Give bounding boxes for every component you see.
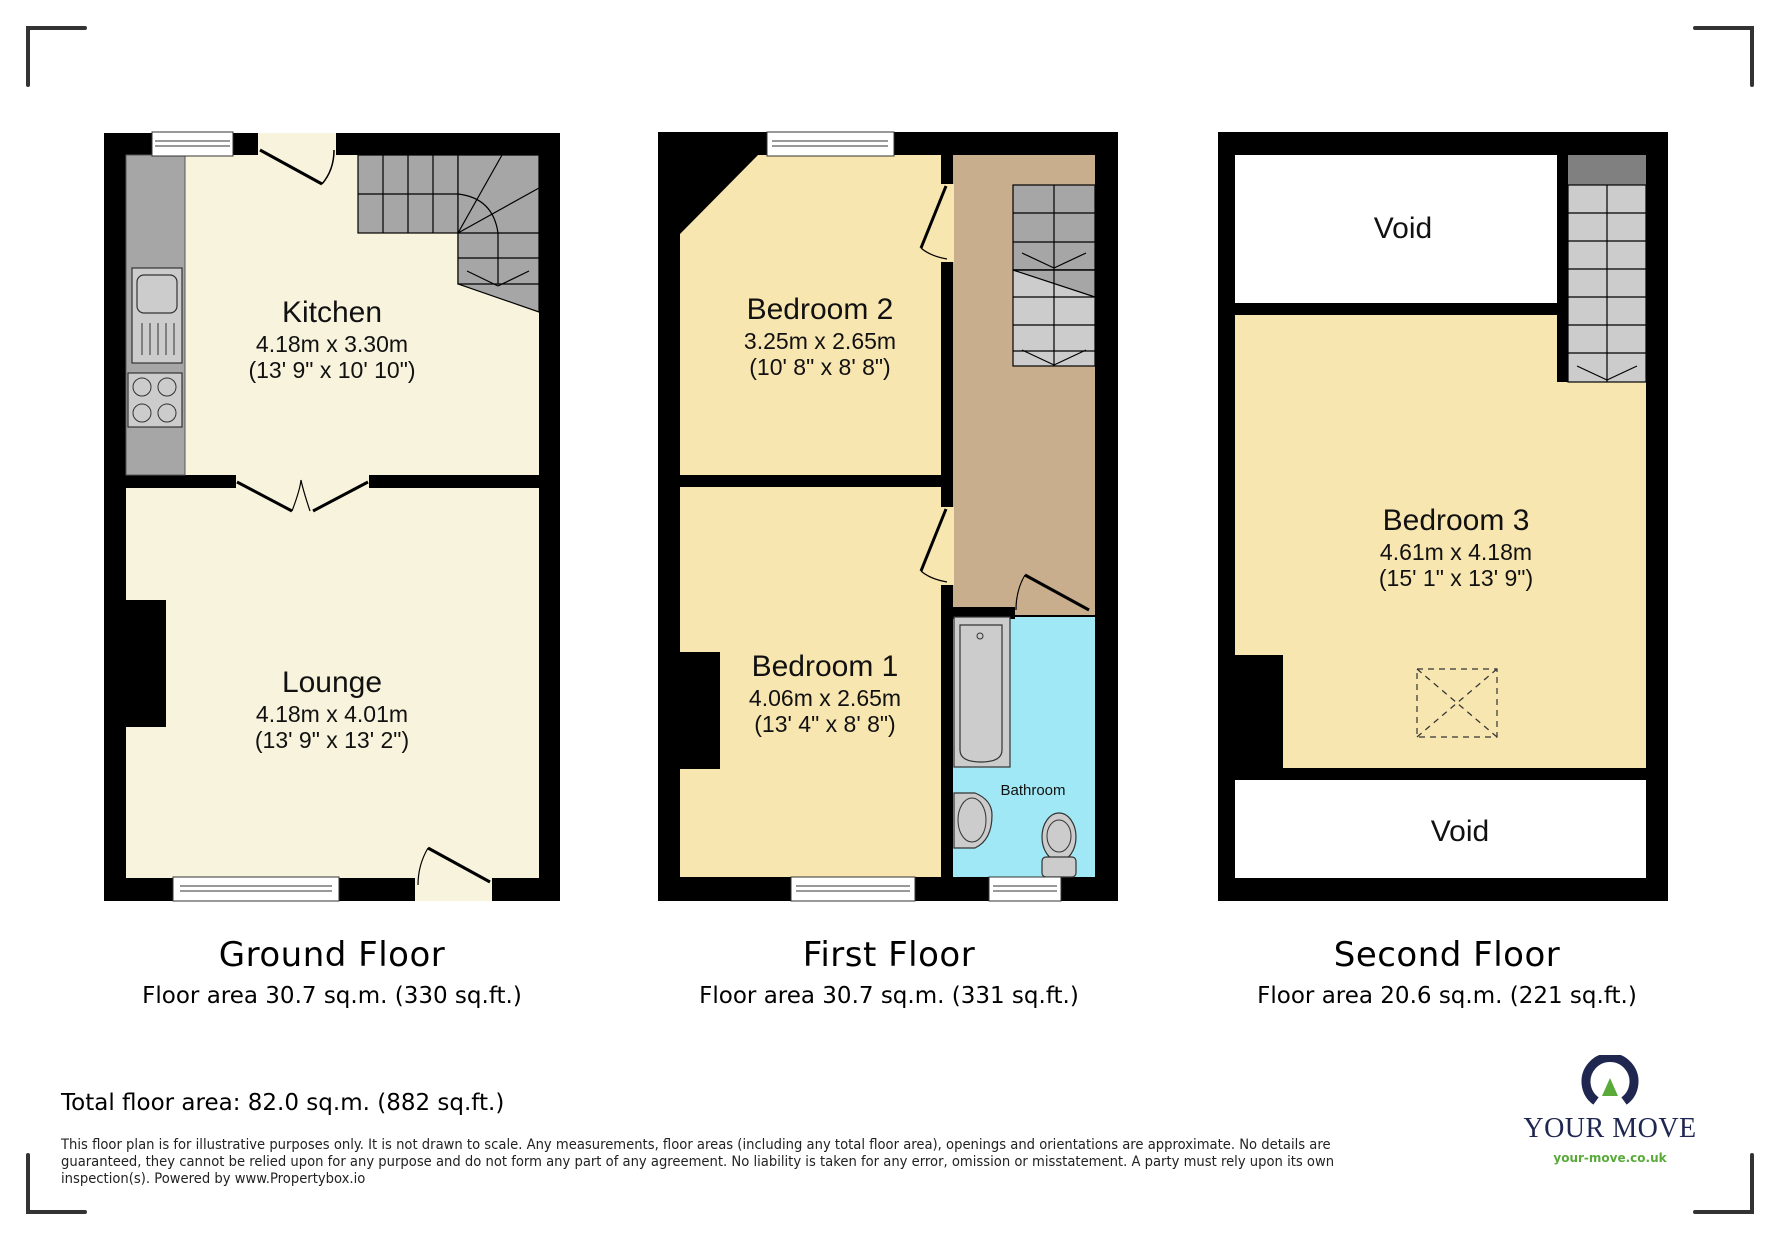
lounge-area [126,488,539,878]
room-dimensions-metric: 4.18m x 4.01m [255,700,409,727]
room-name: Bedroom 1 [751,650,899,683]
hob-icon [127,372,183,428]
room-dimensions-imperial: (13' 9" x 13' 2") [254,726,410,753]
window-icon [172,876,340,902]
floor-area: Floor area 30.7 sq.m. (330 sq.ft.) [142,983,522,1009]
floor-title-second: Second Floor Floor area 20.6 sq.m. (221 … [1257,935,1637,1009]
second-floor-plan [1218,132,1668,901]
room-dimensions-imperial: (15' 1" x 13' 9") [1378,564,1534,591]
bedroom-1-area [680,487,941,877]
your-move-logo-icon [1581,1053,1639,1105]
window-icon [790,876,916,902]
void-area-top [1235,155,1557,303]
floor-title-first: First Floor Floor area 30.7 sq.m. (331 s… [699,935,1079,1009]
void-area-bottom [1235,780,1646,878]
brand-name: YOUR MOVE [1523,1113,1697,1144]
brand-url[interactable]: your-move.co.uk [1553,1151,1667,1165]
room-label-bedroom-2: Bedroom 2 3.25m x 2.65m (10' 8" x 8' 8") [744,293,896,380]
toilet-icon [1041,812,1077,878]
room-name: Bedroom 2 [746,293,894,326]
floor-name: Second Floor [1333,935,1561,975]
crop-marks [26,26,1754,1214]
room-dimensions-imperial: (10' 8" x 8' 8") [749,353,891,380]
skylight-icon [1416,668,1498,738]
window-icon [988,876,1062,902]
room-name: Bathroom [1000,782,1066,799]
room-dimensions-imperial: (13' 9" x 10' 10") [248,356,416,383]
basin-icon [953,792,993,849]
total-floor-area: Total floor area: 82.0 sq.m. (882 sq.ft.… [61,1090,505,1116]
staircase-icon [1012,184,1096,367]
room-label-bathroom: Bathroom [1000,782,1065,799]
bedroom-3-area [1235,155,1646,768]
room-label-bedroom-1: Bedroom 1 4.06m x 2.65m (13' 4" x 8' 8") [749,650,901,737]
floor-name: First Floor [802,935,976,975]
floor-title-ground: Ground Floor Floor area 30.7 sq.m. (330 … [142,935,522,1009]
staircase-icon [1567,155,1647,383]
floor-name: Ground Floor [218,935,446,975]
room-label-lounge: Lounge 4.18m x 4.01m (13' 9" x 13' 2") [255,666,409,753]
chimney-breast [680,652,720,769]
room-name: Lounge [281,666,383,699]
bedroom-2-area [680,155,941,475]
room-dimensions-imperial: (13' 4" x 8' 8") [754,710,896,737]
room-dimensions-metric: 3.25m x 2.65m [743,327,897,354]
room-name: Kitchen [281,296,383,329]
floor-area: Floor area 20.6 sq.m. (221 sq.ft.) [1257,983,1637,1009]
disclaimer-text: This floor plan is for illustrative purp… [61,1137,1335,1187]
room-label-kitchen: Kitchen 4.18m x 3.30m (13' 9" x 10' 10") [248,296,415,383]
room-name: Void [1430,815,1490,848]
first-floor-plan [658,131,1118,902]
room-label-bedroom-3: Bedroom 3 4.61m x 4.18m (15' 1" x 13' 9"… [1379,504,1533,591]
room-dimensions-metric: 4.61m x 4.18m [1379,538,1533,565]
your-move-logo: YOUR MOVE your-move.co.uk [1510,1053,1710,1165]
floor-area: Floor area 30.7 sq.m. (331 sq.ft.) [699,983,1079,1009]
window-icon [766,131,895,157]
room-label-void-top: Void [1374,212,1432,247]
ground-floor-plan [104,131,560,902]
window-icon [151,131,234,157]
door-icon [415,846,492,901]
room-name: Void [1373,212,1433,245]
bathtub-icon [953,616,1011,768]
room-dimensions-metric: 4.06m x 2.65m [748,684,902,711]
double-door-icon [236,479,369,513]
door-icon [258,133,336,186]
sink-icon [131,267,183,364]
chimney-breast [126,600,166,727]
room-label-void-bottom: Void [1431,815,1489,850]
room-name: Bedroom 3 [1382,504,1530,537]
room-dimensions-metric: 4.18m x 3.30m [255,330,409,357]
staircase-icon [357,154,540,313]
